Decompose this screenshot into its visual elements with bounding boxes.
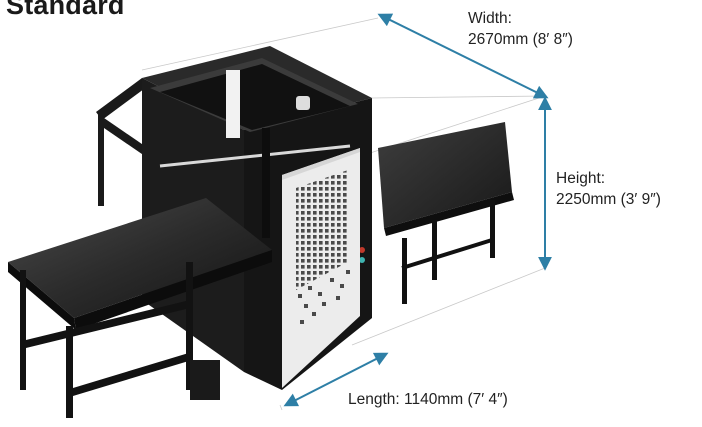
front-panel [282,148,360,388]
left-conveyor [8,198,272,418]
height-label: Height: 2250mm (3′ 9″) [556,168,661,210]
height-value: 2250mm (3′ 9″) [556,191,661,208]
width-value: 2670mm (8′ 8″) [468,31,573,48]
vertical-camera-bar [226,70,240,138]
page-title: Standard [6,0,125,20]
dimension-arrows [283,13,552,407]
length-arrow [283,352,389,407]
width-arrow [377,13,549,99]
width-label: Width: 2670mm (8′ 8″) [468,8,573,50]
height-name: Height: [556,170,606,187]
right-conveyor [378,122,514,304]
length-label: Length: 1140mm (7′ 4″) [348,391,508,408]
width-name: Width: [468,10,512,27]
